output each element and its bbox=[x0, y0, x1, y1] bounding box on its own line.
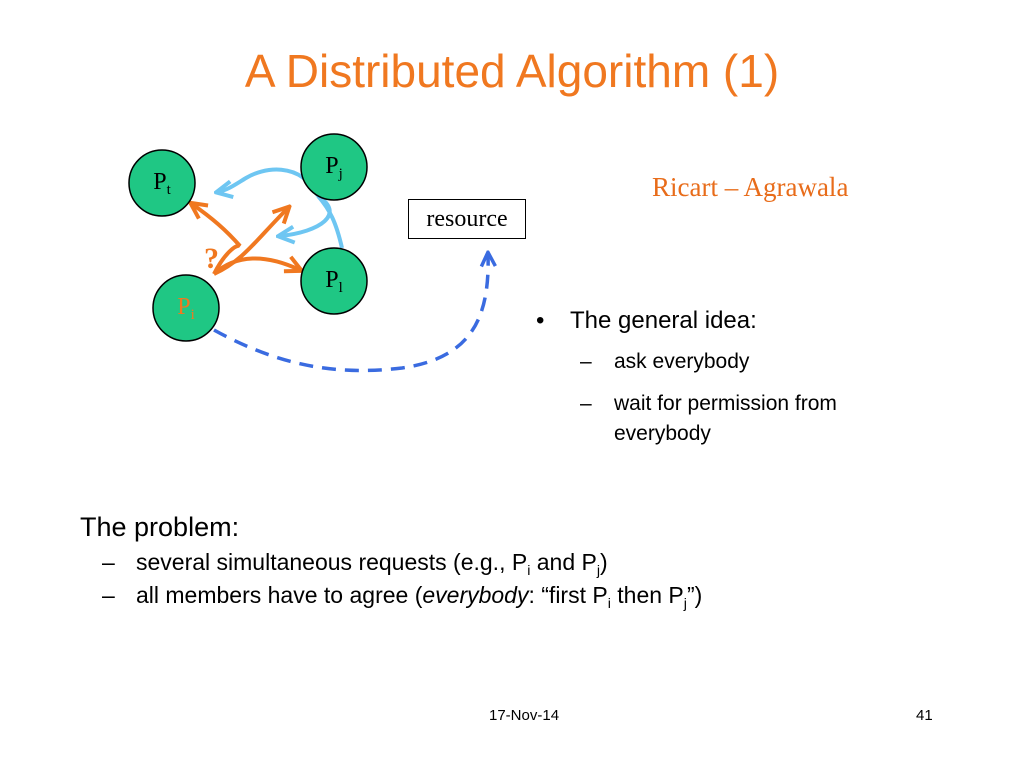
idea-heading: The general idea: bbox=[570, 307, 757, 334]
resource-request-arrow bbox=[213, 254, 488, 373]
idea-item: – wait for permission from everybody bbox=[580, 389, 936, 449]
resource-box: resource bbox=[408, 199, 526, 239]
idea-item-text: wait for permission from everybody bbox=[614, 392, 837, 445]
page-number: 41 bbox=[916, 707, 933, 724]
request-arrow-i-to-t bbox=[192, 204, 242, 275]
dash-icon: – bbox=[102, 582, 115, 608]
svg-text:Pj: Pj bbox=[325, 153, 343, 182]
process-node-i: Pi bbox=[152, 274, 220, 342]
svg-text:Pt: Pt bbox=[153, 169, 171, 198]
request-arrow-i-to-l bbox=[212, 258, 300, 276]
process-node-l: Pl bbox=[300, 247, 368, 315]
svg-text:Pi: Pi bbox=[177, 294, 195, 323]
dash-icon: – bbox=[580, 392, 592, 415]
problem-heading: The problem: bbox=[80, 512, 240, 542]
reply-arrow-j-to-t bbox=[218, 167, 320, 196]
dash-icon: – bbox=[102, 549, 115, 575]
slide-title: A Distributed Algorithm (1) bbox=[244, 45, 780, 97]
dash-icon: – bbox=[580, 350, 592, 373]
reply-arrow-l-to-j bbox=[316, 194, 344, 249]
resource-label: resource bbox=[426, 205, 508, 232]
problem-item-1: – several simultaneous requests (e.g., P… bbox=[102, 549, 980, 579]
idea-item-text: ask everybody bbox=[614, 350, 750, 373]
footer-date: 17-Nov-14 bbox=[489, 707, 560, 724]
bullet-icon: • bbox=[536, 307, 545, 334]
problem-item-text: all members have to agree (everybody: “f… bbox=[136, 582, 703, 612]
problem-item-text: several simultaneous requests (e.g., Pi … bbox=[136, 549, 608, 579]
algorithm-name: Ricart – Agrawala bbox=[652, 172, 849, 202]
process-node-j: Pj bbox=[300, 133, 368, 201]
problem-item-2: – all members have to agree (everybody: … bbox=[102, 582, 980, 612]
svg-text:Pl: Pl bbox=[325, 267, 343, 296]
general-idea-section: • The general idea: – ask everybody – wa… bbox=[536, 307, 936, 449]
idea-item: – ask everybody bbox=[580, 347, 936, 377]
problem-section: The problem: – several simultaneous requ… bbox=[80, 512, 980, 612]
idea-heading-line: • The general idea: bbox=[536, 307, 936, 335]
process-node-t: Pt bbox=[128, 149, 196, 217]
question-mark: ? bbox=[204, 242, 219, 275]
